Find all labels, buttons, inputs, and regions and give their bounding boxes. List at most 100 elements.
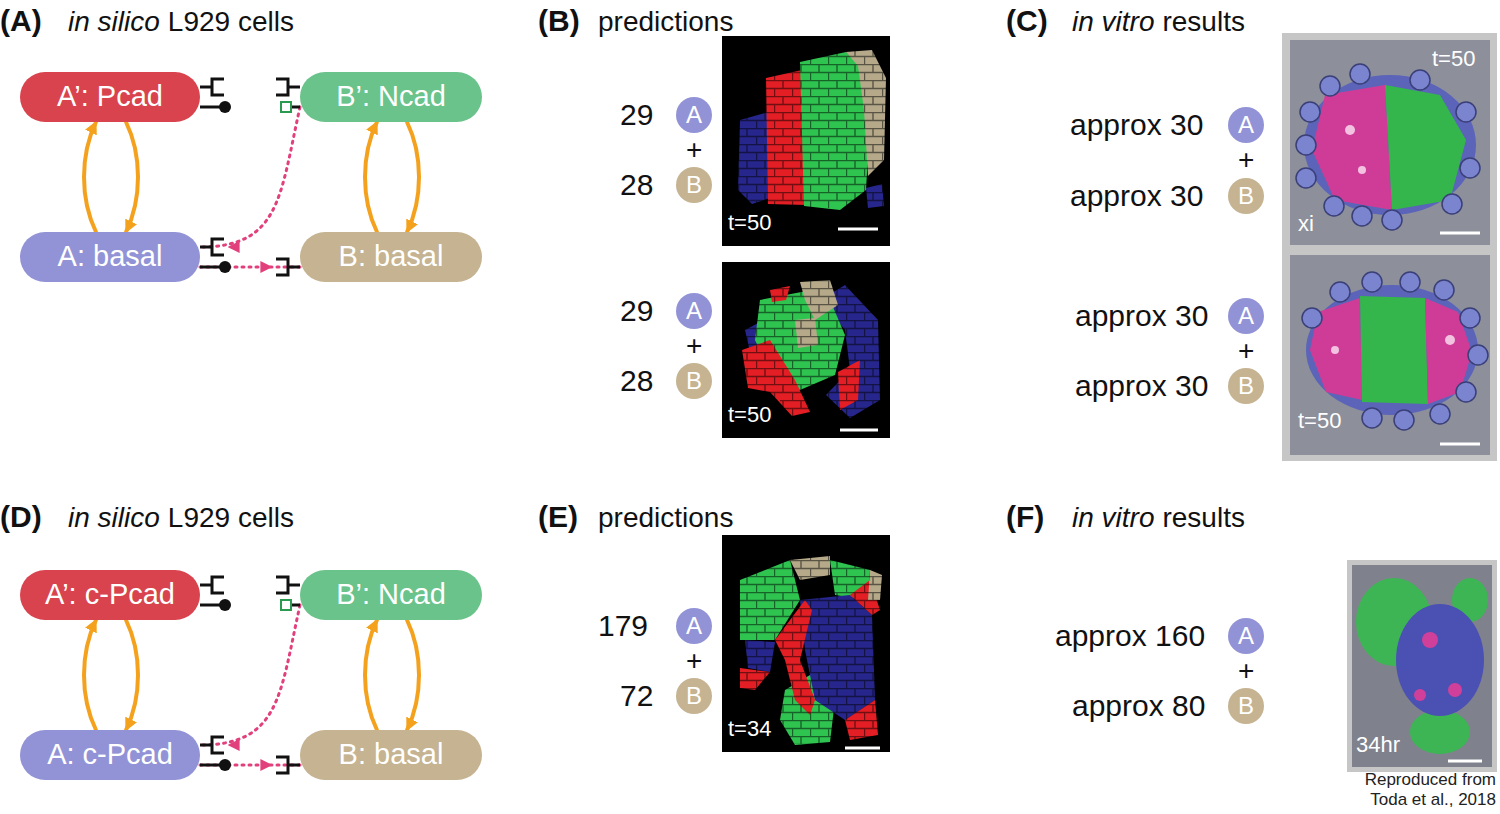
figure-shape (200, 79, 300, 275)
cadherin-box: B’: Ncad (300, 570, 482, 620)
figure-shape (291, 604, 300, 607)
figure-shape (200, 744, 212, 747)
microscopy-image (1347, 560, 1497, 772)
cell-type-circle: B (676, 678, 712, 714)
figure-shape (200, 604, 220, 607)
node-text: A (686, 101, 702, 129)
figure-shape (281, 102, 291, 112)
cadherin-box: B: basal (300, 730, 482, 780)
figure-shape (200, 577, 300, 773)
panel-letter: (C) (1006, 4, 1048, 39)
label-text: 29 (620, 294, 653, 329)
label-text: 28 (620, 364, 653, 399)
cell-type-circle: A (1228, 298, 1264, 334)
figure-shape (1396, 604, 1484, 716)
figure-shape (722, 262, 890, 438)
figure-shape (212, 577, 224, 593)
node-text: A’: c-Pcad (45, 578, 175, 611)
panel-letter: (E) (538, 500, 578, 535)
label-text: results (1162, 502, 1244, 534)
state-switch-arrow (84, 620, 96, 730)
node-text: B (686, 367, 702, 395)
figure-shape (1282, 33, 1497, 461)
label-text: + (686, 645, 702, 677)
panel-letter: (A) (0, 4, 42, 39)
node-text: A (1238, 111, 1254, 139)
label-text: predictions (598, 502, 733, 534)
node-text: A (686, 297, 702, 325)
figure-shape (1448, 760, 1482, 763)
panel-title: in vitro (1072, 6, 1154, 38)
image-annotation: t=34 (728, 716, 771, 741)
figure-shape (200, 764, 220, 767)
figure-shape (276, 79, 288, 95)
figure-shape (735, 552, 884, 744)
figure-shape (1296, 168, 1316, 188)
state-switch-arrow (365, 122, 377, 232)
figure-shape (1290, 40, 1490, 245)
label-text: L929 cells (168, 6, 294, 38)
node-text: A (1238, 302, 1254, 330)
cell-type-circle: A (676, 608, 712, 644)
node-text: B (1238, 692, 1254, 720)
figure-shape (1410, 710, 1470, 754)
figure-shape (1304, 75, 1476, 215)
cell-type-circle: A (1228, 618, 1264, 654)
node-text: A’: Pcad (57, 80, 163, 113)
induction-arrow (200, 266, 300, 269)
figure-shape (1302, 308, 1322, 328)
credit-note: Reproduced from Toda et al., 2018 (1346, 770, 1496, 809)
simulation-image (722, 262, 890, 438)
panel-letter: (B) (538, 4, 580, 39)
figure-shape (219, 101, 231, 113)
node-text: B (686, 171, 702, 199)
figure-shape (1468, 345, 1488, 365)
label-text: + (686, 134, 702, 166)
figure-shape (288, 764, 300, 767)
figure-shape (1382, 210, 1402, 230)
figure-shape (200, 106, 220, 109)
figure-shape (276, 577, 288, 593)
figure-shape (288, 86, 300, 89)
state-switch-arrow (126, 620, 138, 730)
image-annotation: t=50 (728, 210, 771, 235)
label-text: 28 (620, 168, 653, 203)
figure-shape (219, 599, 231, 611)
label-text: approx 30 (1075, 369, 1208, 404)
state-switch-arrow (407, 122, 419, 232)
figure-shape (1445, 335, 1455, 345)
cadherin-box: B’: Ncad (300, 72, 482, 122)
figure-shape (212, 239, 224, 255)
figure-shape (1362, 272, 1382, 292)
figure-shape (1456, 102, 1476, 122)
figure-shape (1358, 166, 1366, 174)
figure-shape (1360, 296, 1428, 404)
node-text: B: basal (339, 738, 444, 771)
image-annotation: t=50 (1432, 46, 1475, 71)
figure-shape (1300, 102, 1320, 122)
figure-shape (1306, 285, 1478, 415)
figure-shape (1312, 85, 1392, 210)
cell-type-circle: B (1228, 368, 1264, 404)
figure-shape (1410, 70, 1430, 90)
figure-shape (840, 429, 878, 432)
figure-shape (1460, 158, 1480, 178)
simulation-image (722, 36, 890, 246)
figure-shape (281, 600, 291, 610)
image-annotation: t=50 (728, 402, 771, 427)
cadherin-box: A’: Pcad (20, 72, 200, 122)
figure-shape (200, 246, 212, 249)
state-switch-arrow (126, 122, 138, 232)
simulation-image (722, 535, 890, 752)
cell-type-circle: B (1228, 178, 1264, 214)
figure-shape (276, 259, 288, 275)
figure-shape (1460, 308, 1480, 328)
figure-shape (1345, 125, 1355, 135)
figure-shape (1290, 255, 1490, 455)
figure-shape (736, 48, 888, 208)
label-text: + (686, 330, 702, 362)
figure-shape (1440, 232, 1480, 235)
figure-shape (722, 535, 890, 752)
figure-shape (1302, 272, 1488, 430)
figure-shape (288, 584, 300, 587)
